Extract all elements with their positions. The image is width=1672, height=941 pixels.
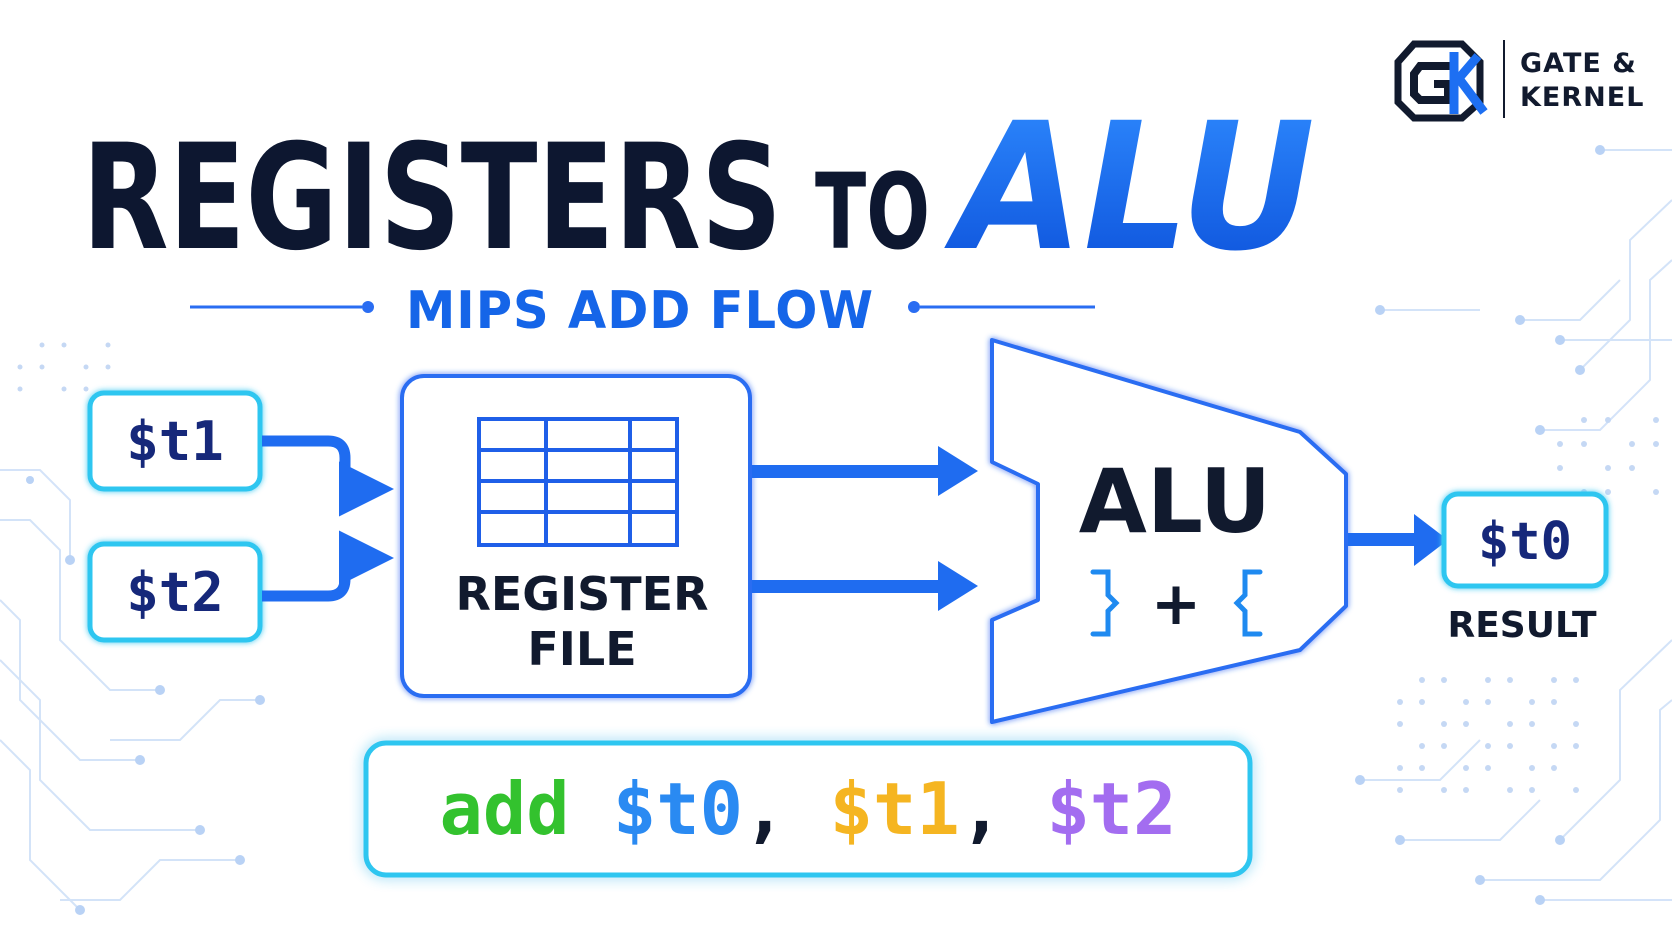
input-register-t1: $t1 [87, 390, 263, 492]
instruction-box: add $t0, $t1, $t2 [363, 740, 1253, 878]
register-file-line2: FILE [527, 622, 636, 676]
title-alu: ALU [944, 85, 1315, 290]
instruction-opcode: add [440, 767, 570, 851]
arrow-t1-to-regfile [262, 435, 394, 517]
main-title: REGISTERS TO ALU [82, 85, 1315, 290]
instruction-src2: $t2 [1046, 767, 1176, 851]
brand-logo: GATE & KERNEL [1394, 40, 1644, 122]
register-grid-icon [477, 417, 679, 547]
instruction-src1: $t1 [830, 767, 960, 851]
arrow-regfile-to-alu-top [752, 465, 942, 478]
input-register-t1-label: $t1 [126, 410, 224, 473]
instruction-dest: $t0 [613, 767, 743, 851]
output-register-label: $t0 [1478, 512, 1572, 572]
register-file: REGISTER FILE [400, 374, 752, 698]
instruction-sep-1: , [743, 767, 786, 851]
circuit-nodes [26, 145, 1605, 915]
logo-line1: GATE & [1520, 48, 1637, 79]
alu-to-output-arrow [1348, 514, 1448, 566]
result-caption: RESULT [1447, 605, 1596, 646]
gk-monogram-icon [1394, 40, 1488, 122]
arrow-regfile-to-alu-bottom [752, 580, 942, 593]
subtitle-group: MIPS ADD FLOW [190, 281, 1095, 341]
instruction-code: add $t0, $t1, $t2 [440, 767, 1177, 851]
alu-label: ALU [1079, 450, 1272, 553]
title-to: TO [815, 151, 930, 273]
instruction-sep-2: , [960, 767, 1003, 851]
alu-block: ALU + [990, 338, 1348, 724]
subtitle: MIPS ADD FLOW [406, 281, 874, 341]
regfile-to-alu-arrows [752, 446, 978, 611]
input-register-t2: $t2 [87, 541, 263, 643]
arrow-t2-to-regfile [262, 530, 394, 602]
input-register-t2-label: $t2 [126, 561, 224, 624]
output-register-t0: $t0 RESULT [1441, 491, 1609, 646]
circuit-decoration [0, 149, 1672, 911]
input-arrows [262, 435, 394, 602]
register-file-line1: REGISTER [455, 567, 708, 621]
alu-operator-icon [1090, 569, 1263, 637]
dot-grid-decoration [17, 342, 1659, 793]
title-registers: REGISTERS [82, 113, 782, 283]
logo-line2: KERNEL [1520, 82, 1644, 113]
alu-operator: + [1151, 569, 1201, 639]
